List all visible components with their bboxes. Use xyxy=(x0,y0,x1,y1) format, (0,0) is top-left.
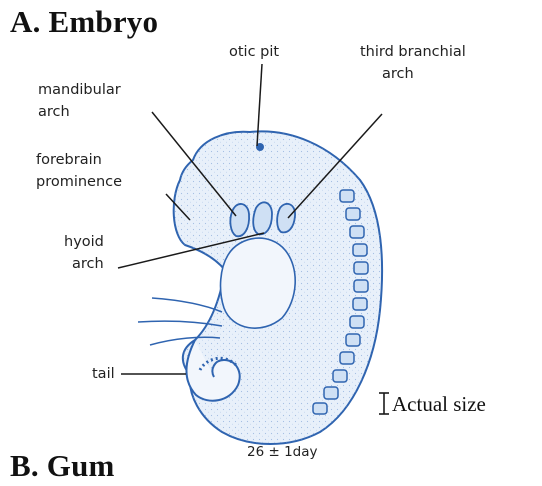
mandibular-arch-label-line1: mandibular xyxy=(38,80,121,100)
hyoid-arch-label-line2: arch xyxy=(72,254,104,274)
mandibular-arch-label-line2: arch xyxy=(38,102,70,122)
forebrain-prominence-label-line2: prominence xyxy=(36,172,122,192)
third-branchial-arch-label-line1: third branchial xyxy=(360,42,466,62)
age-caption: 26 ± 1day xyxy=(247,444,318,460)
tail-label: tail xyxy=(92,364,115,384)
otic-pit-label: otic pit xyxy=(229,42,279,62)
hyoid-arch-label-line1: hyoid xyxy=(64,232,104,252)
scale-bar-icon xyxy=(379,393,389,414)
forebrain-prominence-label-line1: forebrain xyxy=(36,150,102,170)
panel-b-heading: B. Gum xyxy=(10,448,115,484)
pharyngeal-arches xyxy=(230,202,295,236)
actual-size-label: Actual size xyxy=(392,392,486,417)
heart-bulge xyxy=(221,238,296,328)
third-branchial-arch-label-line2: arch xyxy=(382,64,414,84)
